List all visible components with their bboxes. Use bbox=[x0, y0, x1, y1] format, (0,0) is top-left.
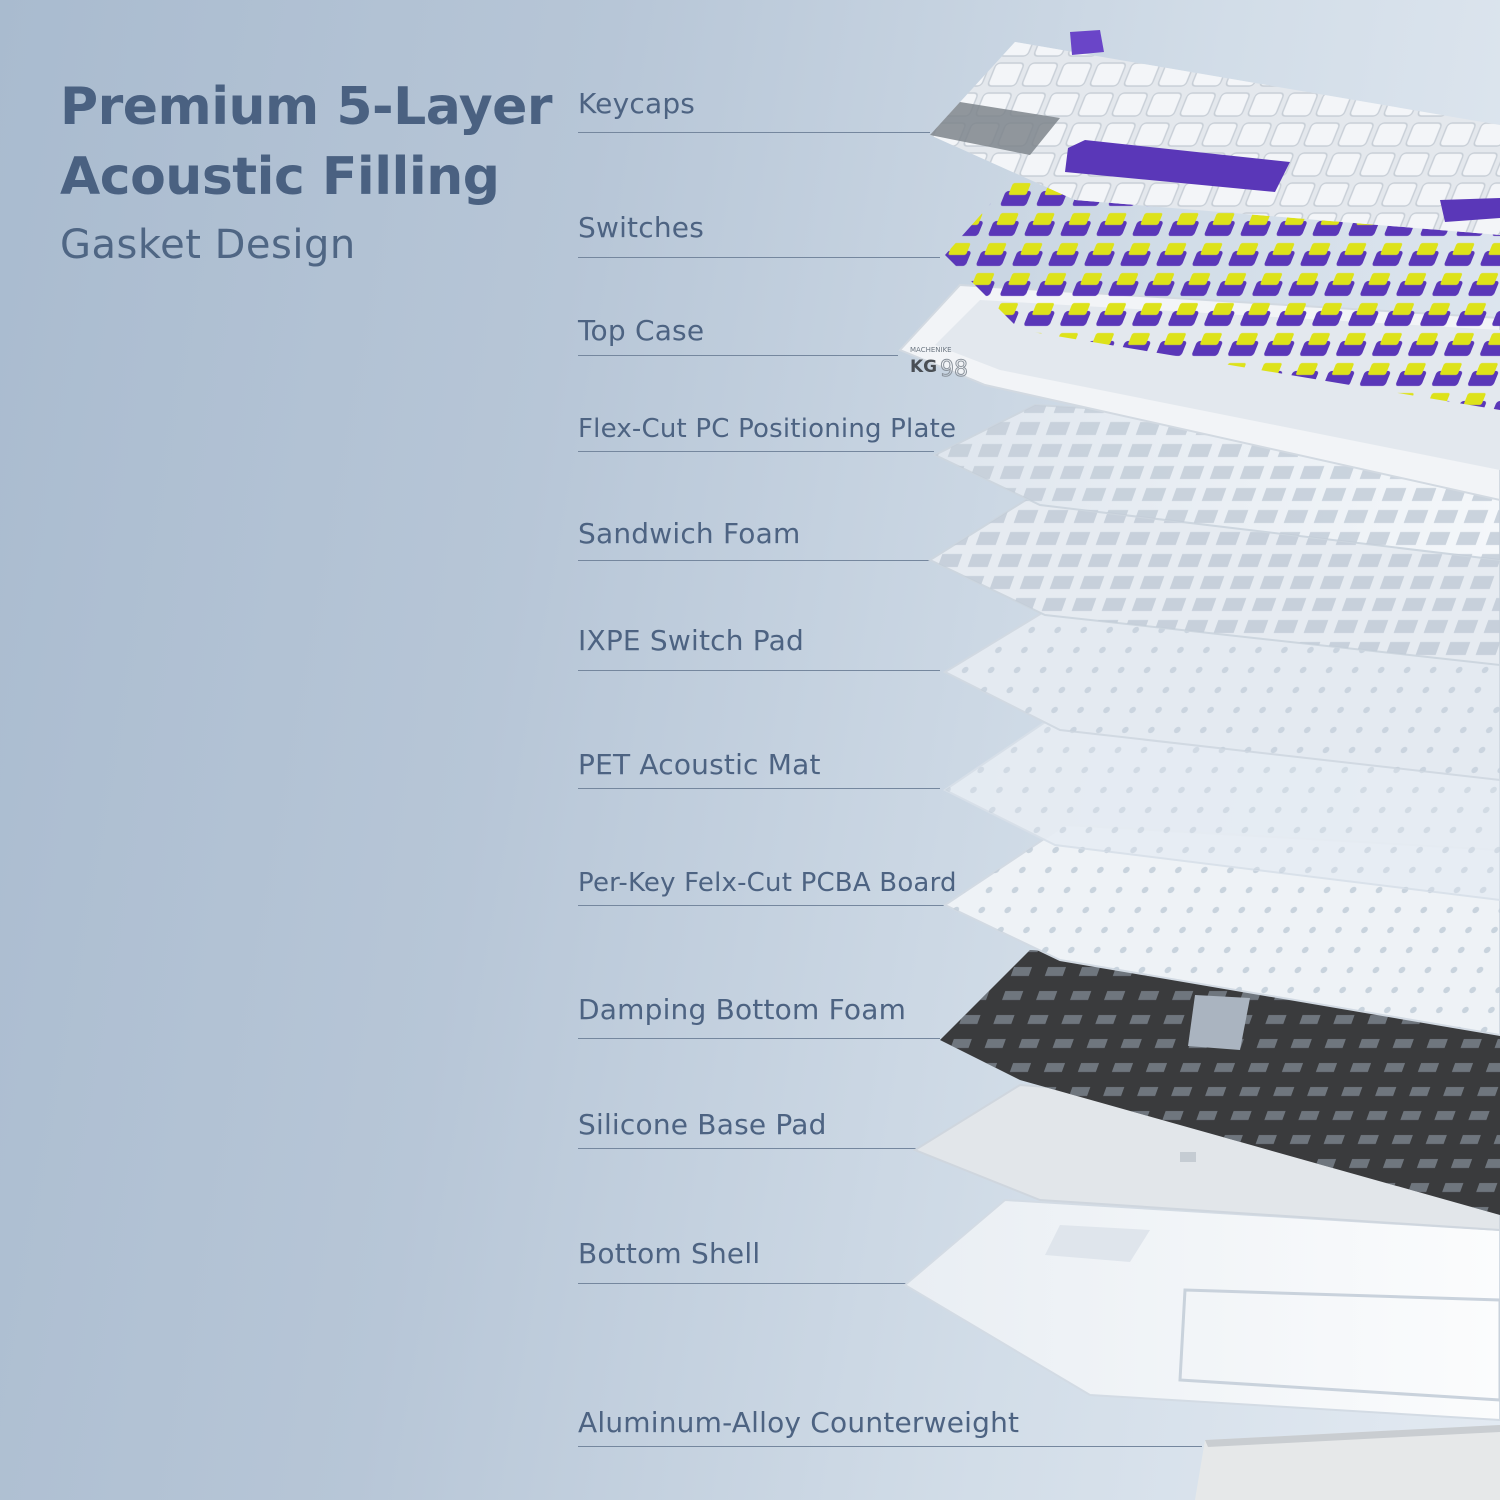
leader-positioning-plate bbox=[578, 451, 934, 452]
label-positioning-plate: Flex-Cut PC Positioning Plate bbox=[578, 414, 957, 444]
leader-pet-acoustic-mat bbox=[578, 788, 940, 789]
purple-escape-key bbox=[1070, 30, 1104, 55]
leader-silicone-base-pad bbox=[578, 1148, 916, 1149]
label-damping-bottom-foam: Damping Bottom Foam bbox=[578, 993, 907, 1026]
leader-keycaps bbox=[578, 132, 930, 133]
label-top-case: Top Case bbox=[578, 314, 705, 347]
gray-modifier-keys bbox=[930, 102, 1060, 155]
counterweight-layer bbox=[1195, 1425, 1500, 1500]
label-pcba-board: Per-Key Felx-Cut PCBA Board bbox=[578, 868, 957, 898]
page-title: Premium 5-Layer Acoustic Filling bbox=[60, 72, 553, 212]
case-badge-number: 98 bbox=[940, 357, 968, 382]
title-line-2: Acoustic Filling bbox=[60, 147, 500, 207]
leader-counterweight bbox=[578, 1446, 1202, 1447]
label-ixpe-switch-pad: IXPE Switch Pad bbox=[578, 624, 804, 657]
bottom-shell-layer bbox=[903, 1198, 1500, 1422]
purple-spacebar bbox=[1065, 140, 1290, 192]
leader-sandwich-foam bbox=[578, 560, 930, 561]
damping-bottom-foam-layer bbox=[940, 950, 1500, 1215]
label-bottom-shell: Bottom Shell bbox=[578, 1237, 761, 1270]
leader-pcba-board bbox=[578, 905, 944, 906]
switches-layer bbox=[945, 182, 1500, 410]
keycaps-layer bbox=[930, 30, 1500, 235]
leader-top-case bbox=[578, 355, 898, 356]
label-switches: Switches bbox=[578, 211, 704, 244]
title-line-1: Premium 5-Layer bbox=[60, 77, 553, 137]
label-counterweight: Aluminum-Alloy Counterweight bbox=[578, 1406, 1020, 1439]
page-subtitle: Gasket Design bbox=[60, 222, 356, 268]
leader-bottom-shell bbox=[578, 1283, 906, 1284]
label-silicone-base-pad: Silicone Base Pad bbox=[578, 1108, 827, 1141]
label-keycaps: Keycaps bbox=[578, 87, 696, 120]
leader-damping-bottom-foam bbox=[578, 1038, 940, 1039]
label-sandwich-foam: Sandwich Foam bbox=[578, 517, 801, 550]
leader-ixpe-switch-pad bbox=[578, 670, 940, 671]
case-badge: MACHENIKE KG 98 bbox=[910, 346, 969, 383]
case-badge-brand: MACHENIKE bbox=[910, 346, 952, 354]
case-badge-model: KG bbox=[910, 357, 937, 377]
leader-switches bbox=[578, 257, 940, 258]
label-pet-acoustic-mat: PET Acoustic Mat bbox=[578, 748, 821, 781]
